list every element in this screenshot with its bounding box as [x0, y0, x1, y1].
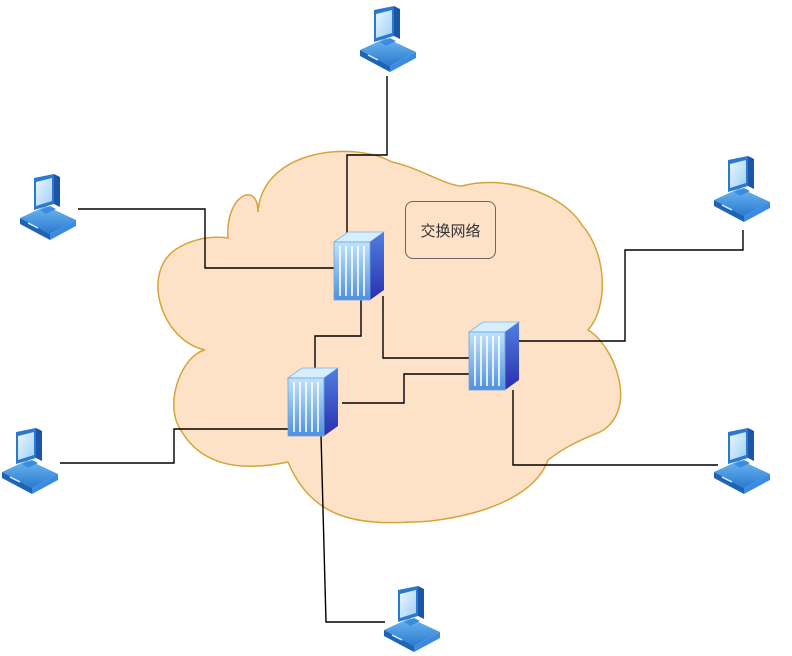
- computer-icon: [359, 5, 417, 73]
- computer-icon: [19, 173, 77, 241]
- link-switch-top-switch-left: [314, 300, 362, 375]
- computer-icon: [713, 427, 771, 495]
- link-pc-lower-right-switch-right: [512, 390, 718, 466]
- link-pc-lower-left-switch-left: [60, 428, 292, 464]
- computer-icon: [1, 427, 59, 495]
- switching-network-cloud: [157, 150, 622, 524]
- computer-icon: [383, 585, 441, 653]
- switch-icon: [287, 367, 339, 437]
- network-links: [60, 76, 744, 623]
- switch-icon: [333, 231, 385, 301]
- link-switch-left-switch-right: [342, 373, 470, 404]
- link-pc-bottom-switch-left: [320, 434, 385, 623]
- link-pc-upper-left-switch-top: [78, 208, 336, 269]
- computer-icon: [713, 155, 771, 223]
- link-switch-top-switch-right: [382, 296, 470, 359]
- link-pc-upper-right-switch-right: [518, 230, 744, 342]
- switch-icon: [468, 321, 520, 391]
- switching-network-label: 交换网络: [405, 201, 496, 259]
- link-pc-top-switch-top: [346, 76, 388, 243]
